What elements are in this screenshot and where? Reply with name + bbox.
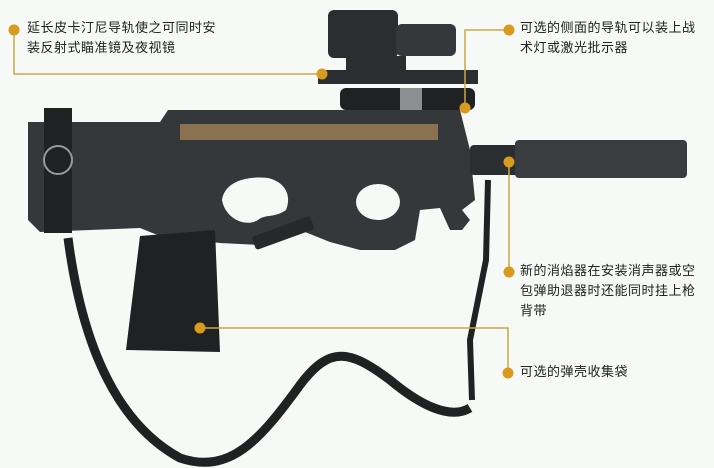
callout-line: 装反射式瞄准镜及夜视镜	[27, 41, 176, 56]
callout-dot	[503, 156, 515, 168]
flash-hider	[470, 145, 520, 175]
callout-line: 术灯或激光批示器	[520, 41, 629, 56]
leader-line-side-rail	[464, 29, 507, 108]
callout-line: 可选的侧面的导轨可以装上战	[520, 21, 696, 36]
callout-dot	[503, 24, 515, 36]
brass-catcher-bag	[126, 230, 220, 352]
callout-brass-catcher: 可选的弹壳收集袋	[520, 363, 628, 383]
callout-rail: 延长皮卡汀尼导轨使之可同时安 装反射式瞄准镜及夜视镜	[27, 19, 216, 59]
sight-tube	[396, 24, 456, 56]
sling-ring	[43, 145, 73, 175]
tactical-light-band	[400, 88, 422, 110]
leader-line-rail	[13, 30, 322, 75]
callout-line: 可选的弹壳收集袋	[520, 365, 629, 380]
callout-side-rail: 可选的侧面的导轨可以装上战 术灯或激光批示器	[520, 19, 696, 59]
reflex-sight	[328, 10, 398, 58]
magazine	[180, 124, 438, 140]
pressure-switch	[252, 216, 314, 250]
suppressor	[515, 140, 687, 178]
callout-line: 延长皮卡汀尼导轨使之可同时安	[27, 21, 217, 36]
callout-flash-hider: 新的消焰器在安装消声器或空 包弹助退器时还能同时挂上枪 背带	[520, 262, 696, 322]
callout-dot	[316, 68, 328, 80]
leader-line-brass-catcher	[200, 327, 509, 372]
sling-front	[466, 179, 491, 401]
callout-line: 背带	[520, 304, 548, 319]
callout-dot	[8, 24, 20, 36]
sight-mount	[346, 56, 406, 70]
callout-dot	[459, 102, 471, 114]
callout-dot	[502, 367, 514, 379]
callout-dot	[503, 266, 515, 278]
thumbhole	[222, 177, 289, 223]
callout-line: 新的消焰器在安装消声器或空	[520, 264, 696, 279]
trigger-guard-hole	[356, 184, 400, 220]
callout-line: 包弹助退器时还能同时挂上枪	[520, 284, 696, 299]
picatinny-rail	[318, 70, 478, 84]
sling	[63, 237, 473, 467]
callout-dot	[194, 322, 206, 334]
